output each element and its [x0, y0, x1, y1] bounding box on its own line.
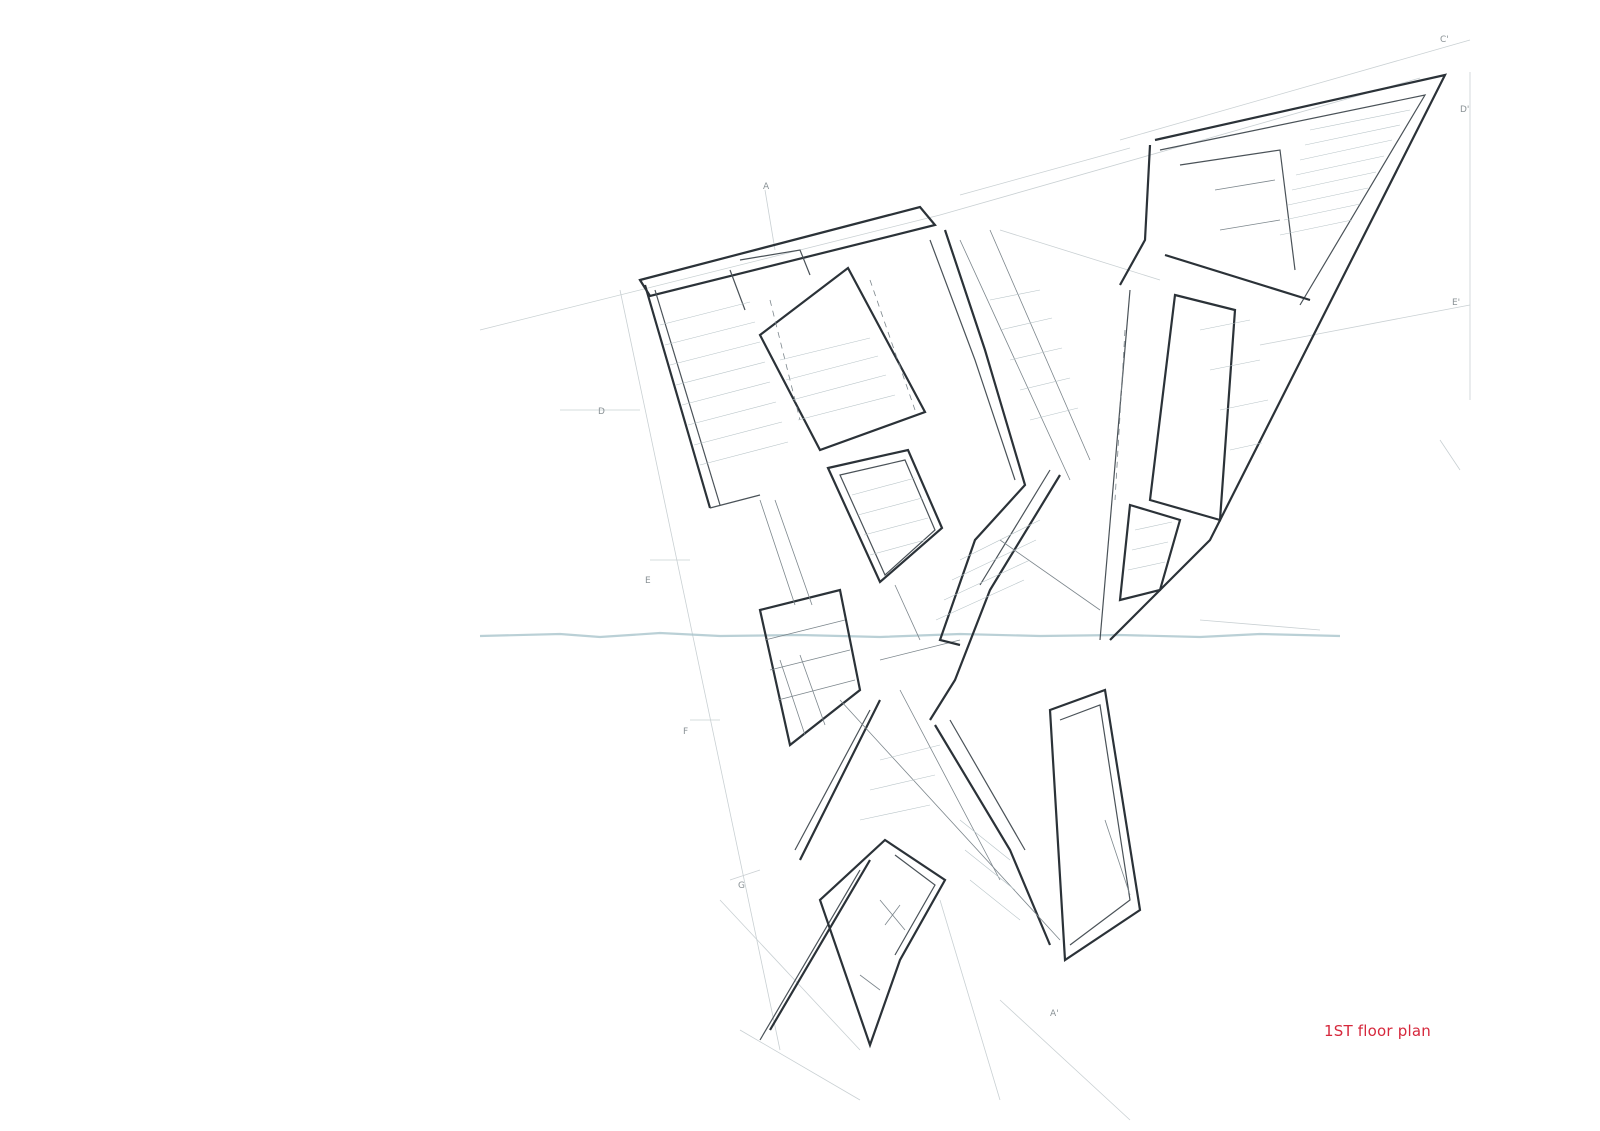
section-tag: A'	[1050, 1009, 1059, 1019]
section-tag: A	[763, 182, 770, 192]
section-markers: A D E F G C' D' E' A'	[598, 35, 1469, 1019]
section-tag: C'	[1440, 35, 1449, 45]
section-tag: E'	[1452, 298, 1460, 308]
section-tag: E	[645, 576, 651, 586]
construction-lines	[479, 39, 1471, 1121]
left-block	[638, 205, 961, 747]
right-block	[1048, 73, 1448, 962]
central-corridor	[759, 229, 1101, 1041]
section-tag: D	[598, 407, 605, 417]
drawing-caption: 1ST floor plan	[1324, 1022, 1431, 1040]
section-tag: G	[738, 881, 745, 891]
ground-line	[479, 631, 1341, 639]
section-tag: F	[683, 727, 688, 737]
section-tag: D'	[1460, 105, 1469, 115]
lower-left-wing	[818, 838, 947, 1049]
